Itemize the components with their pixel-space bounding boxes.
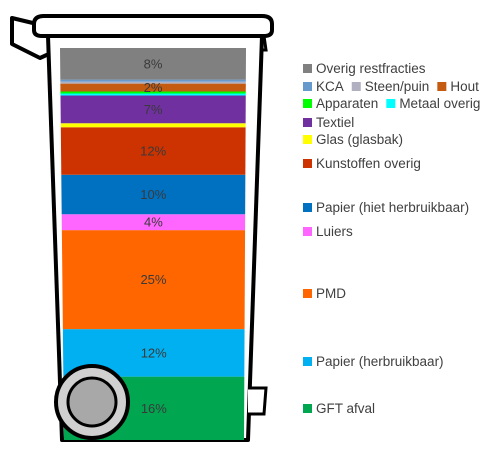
- percentage-label: 12%: [140, 143, 166, 158]
- legend-swatch: [303, 64, 312, 73]
- legend-swatch: [303, 118, 312, 127]
- legend-label: Papier (hiet herbruikbaar): [316, 200, 469, 215]
- legend-swatch: [437, 82, 447, 91]
- legend-label: GFT afval: [316, 401, 375, 416]
- segment-textiel: [60, 95, 246, 124]
- percentage-label: 8%: [144, 56, 163, 71]
- segment-glas-glasbak: [60, 123, 246, 128]
- legend-swatch: [351, 82, 361, 91]
- bin-wheel: [54, 364, 130, 440]
- legend-label: Luiers: [316, 224, 353, 239]
- segment-papier-herbruikbaar: [62, 329, 245, 377]
- legend-label: KCA: [316, 79, 344, 94]
- percentage-label: 7%: [144, 102, 163, 117]
- segment-apparaten: [60, 91, 246, 94]
- legend-label: Metaal overig: [399, 96, 480, 111]
- segment-metaal-overig: [60, 93, 246, 96]
- bin-lid: [32, 14, 274, 38]
- legend-swatch: [303, 357, 312, 366]
- legend-label: Glas (glasbak): [316, 132, 403, 147]
- segment-luiers: [61, 214, 246, 231]
- legend-swatch: [303, 159, 312, 168]
- segment-overig-restfracties: [60, 48, 246, 80]
- segment-steen-puin: [60, 81, 246, 84]
- segment-kunstoffen-overig: [60, 127, 246, 175]
- legend-swatch: [386, 99, 396, 108]
- legend-swatch: [303, 135, 312, 144]
- legend-swatch: [303, 203, 312, 212]
- segment-kca: [60, 79, 246, 82]
- segment-pmd: [61, 230, 246, 330]
- legend-label: PMD: [316, 286, 346, 301]
- percentage-labels: 16% 12% 25% 4% 10% 12% 7% 2% 8%: [140, 56, 167, 415]
- legend-label: Apparaten: [316, 96, 378, 111]
- percentage-label: 16%: [141, 401, 167, 416]
- legend-label: Overig restfracties: [316, 61, 426, 76]
- bin-step: [248, 386, 268, 416]
- legend-label: Steen/puin: [365, 79, 430, 94]
- legend-label: Hout: [450, 79, 479, 94]
- percentage-label: 10%: [140, 187, 166, 202]
- legend-label: Kunstoffen overig: [316, 156, 421, 171]
- legend-swatch: [303, 289, 312, 298]
- segment-hout: [60, 83, 246, 92]
- percentage-label: 4%: [144, 215, 163, 230]
- legend-label: Papier (herbruikbaar): [316, 354, 444, 369]
- wheel-inner: [66, 376, 118, 428]
- legend-swatch: [303, 227, 312, 236]
- legend-swatch: [303, 99, 312, 108]
- segment-papier-hiet-herbruikbaar: [61, 174, 246, 215]
- legend-swatch: [303, 404, 312, 413]
- percentage-label: 25%: [140, 272, 166, 287]
- legend-label: Textiel: [316, 115, 354, 130]
- percentage-label: 12%: [141, 345, 167, 360]
- percentage-label: 2%: [144, 80, 163, 95]
- legend-swatch: [303, 82, 312, 91]
